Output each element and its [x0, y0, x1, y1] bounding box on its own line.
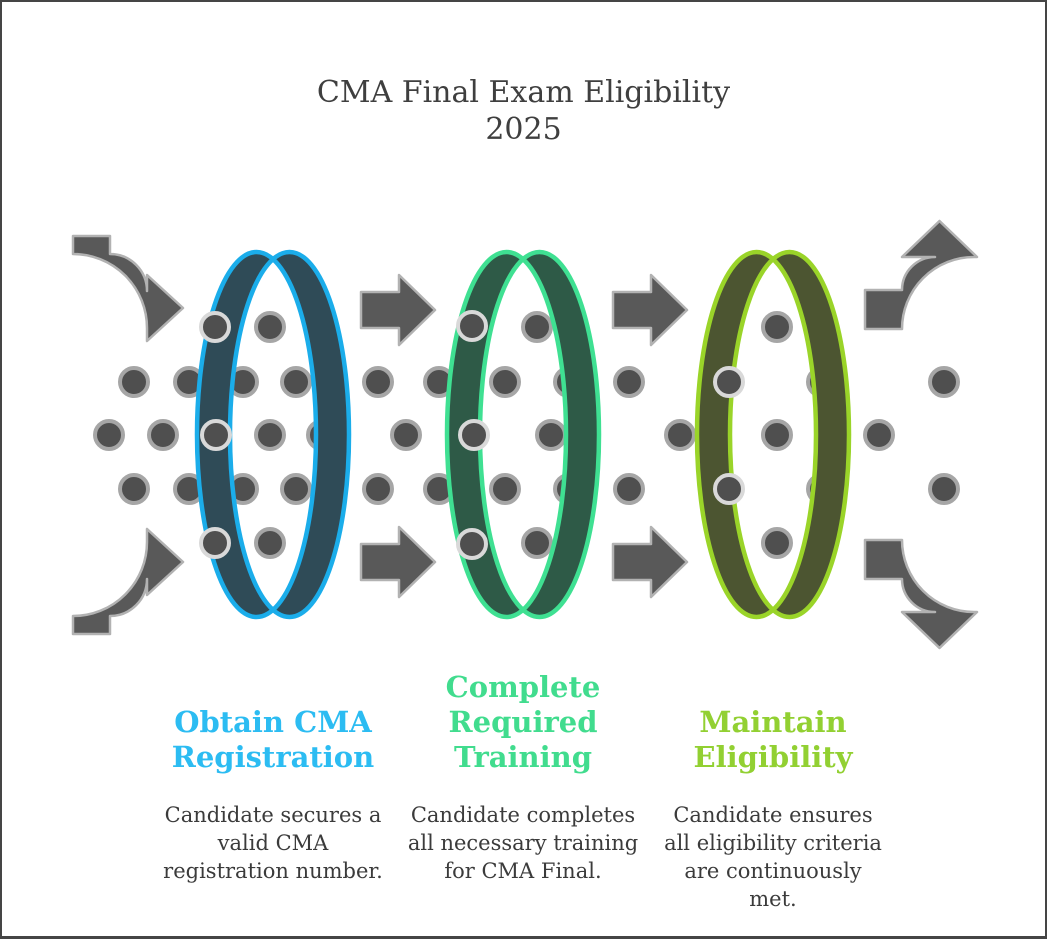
dot [390, 419, 422, 451]
dot [535, 419, 567, 451]
step-obtain-cma-registration: Obtain CMA Registration Candidate secure… [148, 670, 398, 885]
curved-arrow-top-right [863, 219, 979, 331]
straight-arrow-bottom-2 [611, 525, 689, 599]
step-1-description: Candidate secures a valid CMA registrati… [163, 803, 383, 883]
ring-shape-3 [694, 249, 852, 620]
dot-highlight [199, 527, 231, 559]
step-maintain-eligibility: Maintain Eligibility Candidate ensures a… [648, 670, 898, 913]
dot [761, 419, 793, 451]
dot [761, 527, 793, 559]
dot [521, 311, 553, 343]
straight-arrow-top-2 [611, 273, 689, 347]
step-2-heading: Complete Required Training [445, 670, 601, 774]
dot-highlight [200, 419, 232, 451]
dot-highlight [713, 473, 745, 505]
dot [761, 311, 793, 343]
straight-arrow-top-1 [359, 273, 437, 347]
dot [489, 366, 521, 398]
curved-arrow-bottom-left [71, 527, 185, 636]
curved-arrow-top-left [71, 234, 185, 343]
dot [521, 527, 553, 559]
dot [254, 419, 286, 451]
dot [928, 366, 960, 398]
step-complete-required-training: Complete Required Training Candidate com… [398, 670, 648, 885]
dot [254, 311, 286, 343]
step-1-heading: Obtain CMA Registration [171, 705, 375, 774]
dot [118, 366, 150, 398]
dot [147, 419, 179, 451]
dot-highlight [458, 419, 490, 451]
dot [254, 527, 286, 559]
dot [362, 366, 394, 398]
straight-arrow-bottom-1 [359, 525, 437, 599]
dot [928, 473, 960, 505]
ring-shape-1 [194, 249, 352, 620]
dot [93, 419, 125, 451]
dot [489, 473, 521, 505]
dot [280, 366, 312, 398]
step-heading-wrap: Maintain Eligibility [648, 670, 898, 775]
dot [118, 473, 150, 505]
dot [362, 473, 394, 505]
curved-arrow-bottom-right [863, 538, 979, 650]
dot-highlight [456, 528, 488, 560]
dot [863, 419, 895, 451]
step-2-description: Candidate completes all necessary traini… [407, 803, 639, 883]
dot [613, 473, 645, 505]
dot [613, 366, 645, 398]
step-heading-wrap: Complete Required Training [398, 670, 648, 775]
step-3-description: Candidate ensures all eligibility criter… [664, 803, 882, 911]
page-title: CMA Final Exam Eligibility 2025 [316, 75, 731, 147]
dot [664, 419, 696, 451]
dot [280, 473, 312, 505]
dot-highlight [199, 311, 231, 343]
step-heading-wrap: Obtain CMA Registration [148, 670, 398, 775]
dot-highlight [713, 366, 745, 398]
dot-highlight [456, 310, 488, 342]
step-3-heading: Maintain Eligibility [693, 705, 853, 774]
ring-shape-2 [444, 249, 602, 620]
